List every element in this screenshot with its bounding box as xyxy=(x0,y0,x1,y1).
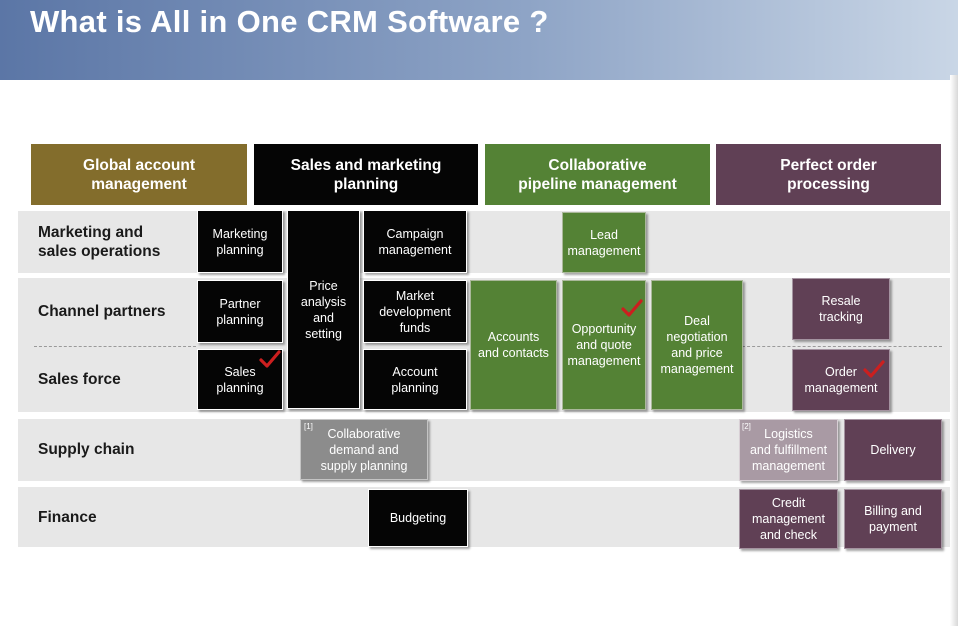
cell-campaign-management: Campaign management xyxy=(363,210,467,273)
checkmark-icon xyxy=(621,299,643,317)
cell-logistics: Logistics and fulfillment management xyxy=(739,419,838,481)
cell-resale-tracking: Resale tracking xyxy=(792,278,890,340)
cell-budgeting: Budgeting xyxy=(368,489,468,547)
cell-marketing-planning: Marketing planning xyxy=(197,210,283,273)
row-label-marketing: Marketing and sales operations xyxy=(38,224,161,260)
header-label: Perfect order processing xyxy=(780,156,877,193)
page-title: What is All in One CRM Software ? xyxy=(30,4,549,39)
header-label: Global account management xyxy=(83,156,195,193)
row-label-sales-force: Sales force xyxy=(38,371,121,388)
header-global-account: Global account management xyxy=(31,144,247,205)
checkmark-icon xyxy=(259,350,281,368)
cell-order-management: Order management xyxy=(792,349,890,411)
cell-market-development-funds: Market development funds xyxy=(363,280,467,343)
cell-collaborative-demand: Collaborative demand and supply planning xyxy=(300,419,428,480)
separator-line xyxy=(742,346,942,347)
cell-account-planning: Account planning xyxy=(363,349,467,410)
cell-delivery: Delivery xyxy=(844,419,942,481)
row-band-marketing xyxy=(18,211,950,273)
footnote-ref-2: [2] xyxy=(742,422,751,431)
header-sales-marketing: Sales and marketing planning xyxy=(254,144,478,205)
cell-lead-management: Lead management xyxy=(562,212,646,273)
cell-deal-negotiation: Deal negotiation and price management xyxy=(651,280,743,410)
cell-opportunity-quote: Opportunity and quote management xyxy=(562,280,646,410)
title-banner xyxy=(0,0,958,80)
row-label-finance: Finance xyxy=(38,509,97,526)
separator-line xyxy=(34,346,196,347)
footnote-ref-1: [1] xyxy=(304,422,313,431)
header-label: Sales and marketing planning xyxy=(290,156,442,193)
header-pipeline: Collaborative pipeline management xyxy=(485,144,710,205)
cell-price-analysis: Price analysis and setting xyxy=(287,210,360,409)
cell-accounts-contacts: Accounts and contacts xyxy=(470,280,557,410)
checkmark-icon xyxy=(863,360,885,378)
row-label-supply-chain: Supply chain xyxy=(38,441,135,458)
cell-sales-planning: Sales planning xyxy=(197,349,283,410)
row-label-channel-partners: Channel partners xyxy=(38,303,166,320)
cell-billing-payment: Billing and payment xyxy=(844,489,942,549)
cell-credit-management: Credit management and check xyxy=(739,489,838,549)
slide-edge-shadow xyxy=(950,75,958,626)
header-label: Collaborative pipeline management xyxy=(518,156,677,193)
header-order-processing: Perfect order processing xyxy=(716,144,941,205)
cell-partner-planning: Partner planning xyxy=(197,280,283,343)
